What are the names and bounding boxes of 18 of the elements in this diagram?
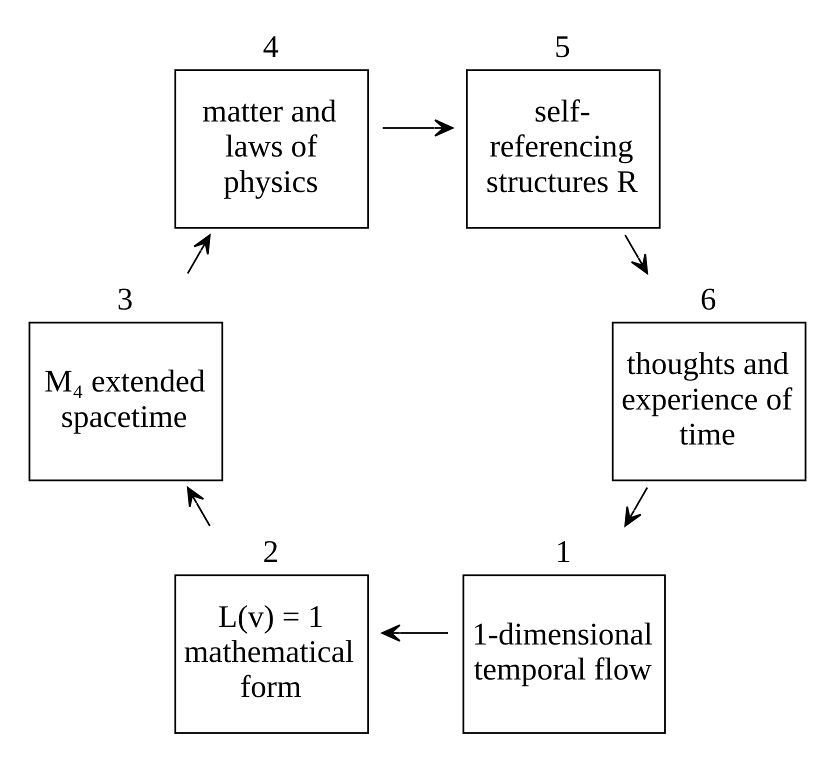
arrow	[624, 487, 648, 527]
node-box: M₄ extended spacetime	[28, 322, 224, 482]
node-label: 3	[117, 281, 133, 316]
node-box: self-referencing structures R	[466, 69, 661, 229]
node-label: 4	[262, 28, 279, 64]
node-box: thoughts and experience of time	[612, 322, 806, 482]
arrow	[186, 486, 211, 526]
arrow	[186, 234, 211, 274]
arrow	[624, 234, 648, 274]
node-label: 6	[700, 281, 716, 316]
arrow	[382, 119, 454, 137]
node-label: 2	[262, 534, 279, 569]
node-box: 1-dimensional temporal flow	[462, 574, 666, 734]
node-box: matter and laws of physics	[174, 69, 369, 229]
arrow	[381, 624, 448, 642]
node-label: 5	[554, 28, 570, 64]
node-label: 1	[555, 534, 572, 569]
node-box: L(v) = 1 mathematical form	[174, 574, 369, 734]
